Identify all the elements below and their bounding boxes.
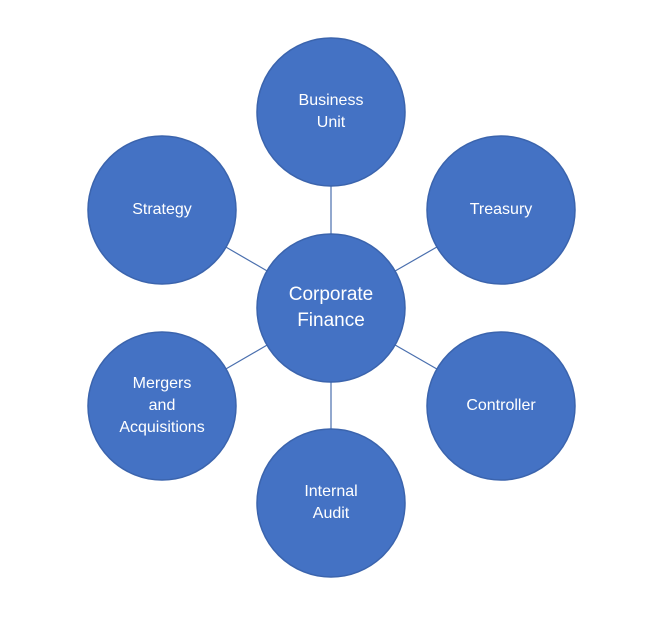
node-treasury: Treasury bbox=[426, 135, 576, 285]
node-label-mergers-and-acquisitions-line: and bbox=[149, 397, 176, 414]
connectors bbox=[225, 186, 438, 429]
node-label-mergers-and-acquisitions-line: Mergers bbox=[133, 375, 192, 392]
node-circle-strategy bbox=[87, 135, 237, 285]
node-label-internal-audit-line: Audit bbox=[313, 505, 350, 522]
node-label-business-unit-line: Business bbox=[299, 92, 364, 109]
node-circle-internal-audit bbox=[256, 428, 406, 578]
node-label-controller-line: Controller bbox=[466, 397, 536, 414]
node-label-controller: Controller bbox=[466, 397, 536, 414]
node-label-corporate-finance-line: Corporate bbox=[289, 284, 374, 305]
connector-treasury bbox=[394, 246, 438, 272]
node-strategy: Strategy bbox=[87, 135, 237, 285]
node-label-treasury-line: Treasury bbox=[470, 201, 533, 218]
connector-strategy bbox=[225, 246, 268, 272]
node-circle-treasury bbox=[426, 135, 576, 285]
node-label-treasury: Treasury bbox=[470, 201, 533, 218]
node-label-internal-audit-line: Internal bbox=[304, 483, 357, 500]
node-label-strategy: Strategy bbox=[132, 201, 192, 218]
node-circle-controller bbox=[426, 331, 576, 481]
node-circle-business-unit bbox=[256, 37, 406, 187]
node-circle-corporate-finance bbox=[256, 233, 406, 383]
connector-mergers-and-acquisitions bbox=[225, 344, 268, 370]
node-controller: Controller bbox=[426, 331, 576, 481]
node-label-strategy-line: Strategy bbox=[132, 201, 192, 218]
node-circle-mergers-and-acquisitions bbox=[87, 331, 237, 481]
node-label-business-unit-line: Unit bbox=[317, 114, 346, 131]
connector-controller bbox=[394, 344, 438, 370]
node-label-mergers-and-acquisitions-line: Acquisitions bbox=[119, 419, 204, 436]
node-label-corporate-finance-line: Finance bbox=[297, 310, 365, 331]
